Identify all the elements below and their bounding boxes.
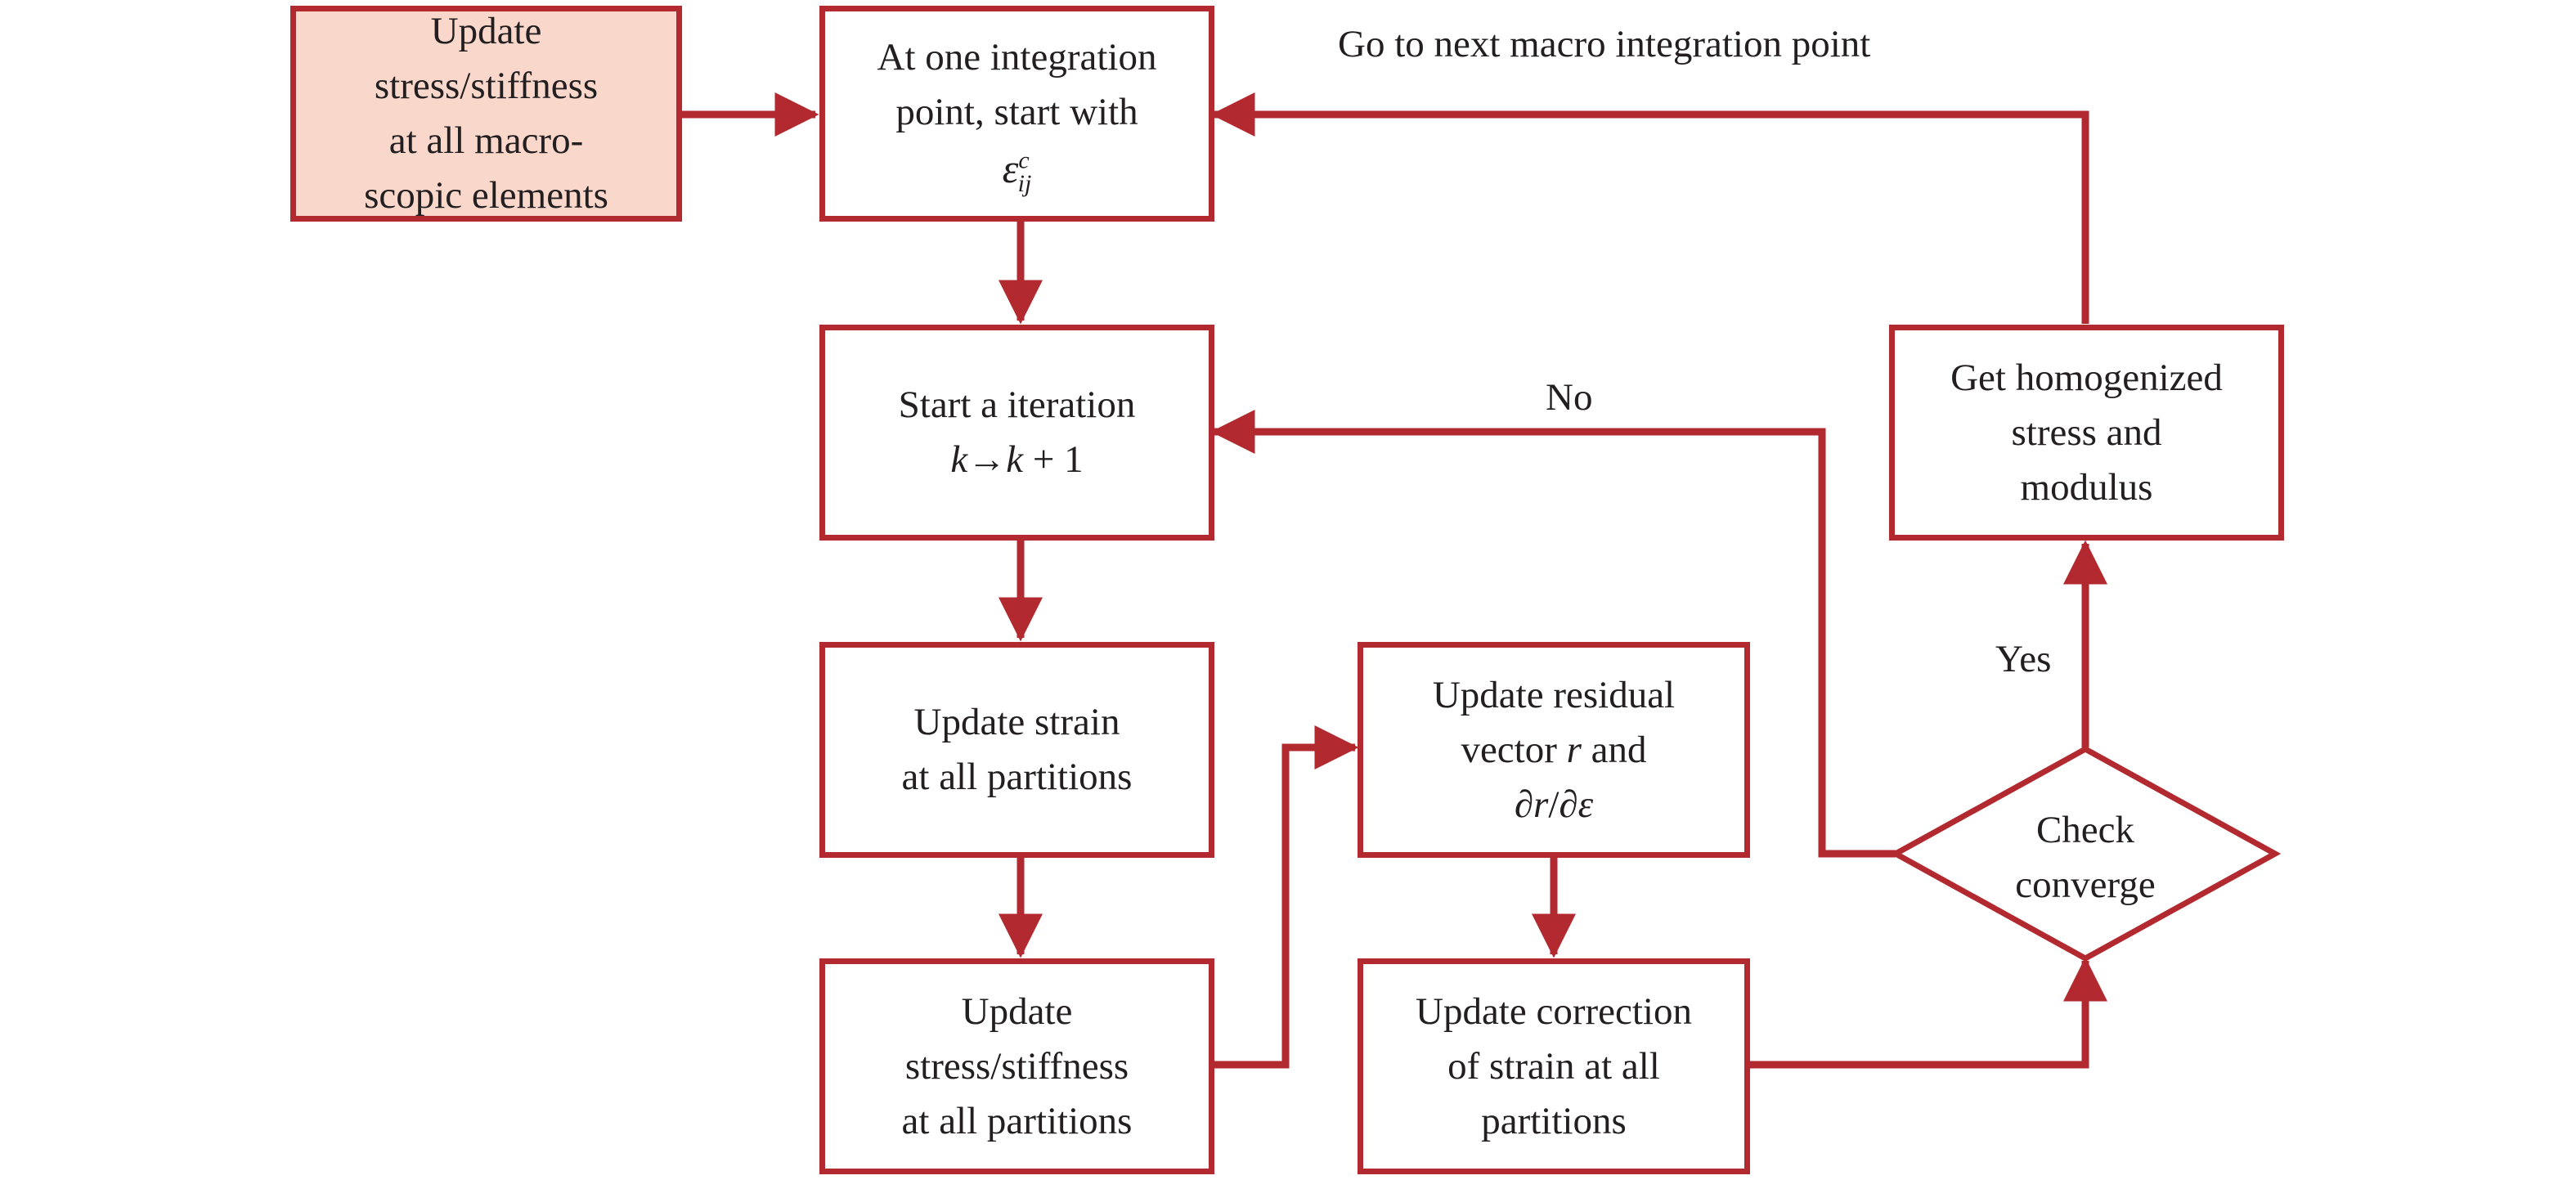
update-strain-box: Update strain at all partitions: [819, 642, 1214, 858]
integration-point-box: At one integration point, start with εci…: [819, 6, 1214, 222]
arrow-check-no-loop: [1210, 410, 1896, 858]
arrow-stress-to-residual: [1214, 725, 1359, 1069]
homogenized-line-2: stress and: [2011, 411, 2162, 454]
strain-symbol: εcij: [1002, 146, 1032, 197]
integration-point-line-1: At one integration: [877, 36, 1157, 79]
start-iteration-box: Start a iteration k→k + 1: [819, 325, 1214, 541]
check-converge-line-1: Check: [2035, 809, 2135, 851]
next-macro-point-label: Go to next macro integration point: [1338, 23, 1871, 65]
update-correction-line-1: Update correction: [1416, 989, 1692, 1033]
update-macro-line-4: scopic elements: [364, 174, 608, 217]
update-stress-partitions-line-1: Update: [961, 989, 1073, 1033]
integration-point-line-2: point, start with: [895, 91, 1138, 133]
homogenized-line-1: Get homogenized: [1950, 356, 2223, 399]
homogenized-line-3: modulus: [2020, 465, 2153, 509]
update-correction-box: Update correction of strain at all parti…: [1358, 958, 1750, 1174]
update-strain-line-1: Update strain: [913, 701, 1120, 743]
update-residual-line-2: vector r and: [1461, 728, 1647, 771]
no-label: No: [1546, 376, 1593, 419]
update-correction-line-2: of strain at all: [1447, 1044, 1660, 1088]
arrow-correction-to-check: [1750, 957, 2107, 1069]
update-strain-line-2: at all partitions: [901, 756, 1133, 798]
start-iteration-line-2: k→k + 1: [950, 438, 1084, 481]
update-stress-partitions-line-2: stress/stiffness: [904, 1044, 1129, 1088]
start-iteration-line-1: Start a iteration: [898, 384, 1136, 426]
update-stress-partitions-line-3: at all partitions: [901, 1099, 1133, 1142]
update-stress-partitions-box: Update stress/stiffness at all partition…: [819, 958, 1214, 1174]
arrow-next-macro-point: [1210, 92, 2089, 324]
update-residual-line-3: ∂r/∂ε: [1514, 783, 1594, 826]
update-residual-line-1: Update residual: [1432, 673, 1676, 716]
update-correction-line-3: partitions: [1481, 1099, 1627, 1142]
homogenized-box: Get homogenized stress and modulus: [1889, 325, 2284, 541]
update-macro-stress-box: Update stress/stiffness at all macro- sc…: [290, 6, 682, 222]
yes-label: Yes: [1995, 638, 2052, 680]
update-macro-line-1: Update: [430, 10, 542, 52]
check-converge-line-2: converge: [2015, 864, 2156, 906]
update-macro-line-2: stress/stiffness: [374, 65, 599, 107]
update-residual-box: Update residual vector r and ∂r/∂ε: [1358, 642, 1750, 858]
check-converge-diamond: [1889, 746, 2282, 962]
check-converge-label: Check converge: [1897, 796, 2273, 919]
update-macro-line-3: at all macro-: [388, 119, 584, 162]
